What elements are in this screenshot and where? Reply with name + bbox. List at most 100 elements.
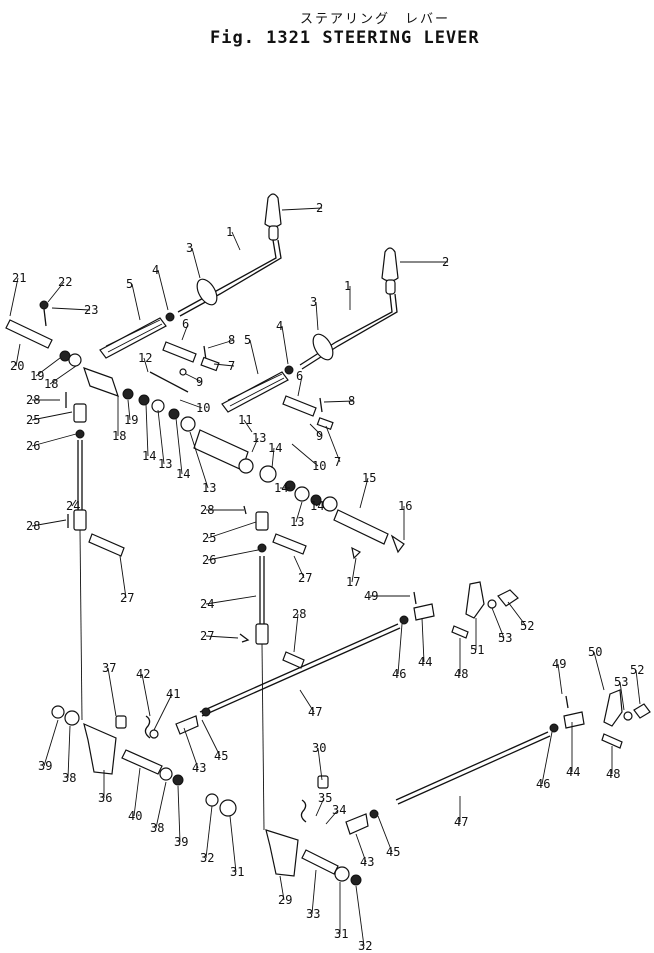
clevis-pin xyxy=(601,733,623,749)
part-number-label: 10 xyxy=(312,459,326,473)
part-number-label: 46 xyxy=(536,777,550,791)
callout-leader xyxy=(359,477,369,509)
part-number-label: 28 xyxy=(26,393,40,407)
part-number-label: 31 xyxy=(334,927,348,941)
part-number-label: 5 xyxy=(126,277,133,291)
part-number-label: 53 xyxy=(614,675,628,689)
callout-leader xyxy=(635,669,641,705)
part-number-label: 43 xyxy=(360,855,374,869)
callout-leader xyxy=(71,499,77,507)
linkage-left xyxy=(5,300,196,786)
grease-fitting xyxy=(115,715,127,729)
part-number-label: 18 xyxy=(112,429,126,443)
shaft-spline xyxy=(105,319,163,353)
grease-fitting xyxy=(317,775,329,789)
lever xyxy=(603,689,623,727)
part-number-label: 39 xyxy=(38,759,52,773)
part-number-label: 14 xyxy=(274,481,288,495)
clevis-pin xyxy=(272,533,307,555)
rod-end xyxy=(345,813,369,835)
callout-leader xyxy=(279,875,285,901)
figure-title: Fig. 1321 STEERING LEVER xyxy=(210,28,480,48)
clevis xyxy=(255,511,269,531)
part-number-label: 52 xyxy=(630,663,644,677)
clevis xyxy=(73,509,87,531)
part-number-label: 32 xyxy=(358,939,372,953)
bolt xyxy=(316,417,334,430)
bushing xyxy=(334,866,350,882)
part-number-label: 19 xyxy=(124,413,138,427)
long-rod xyxy=(395,731,549,801)
spring xyxy=(144,715,151,739)
callout-leader xyxy=(177,785,181,843)
spring-eye xyxy=(149,729,159,739)
part-number-label: 34 xyxy=(332,803,346,817)
callout-leader xyxy=(183,727,199,769)
callout-leader xyxy=(243,419,253,433)
washer xyxy=(165,312,175,322)
part-number-label: 15 xyxy=(362,471,376,485)
part-number-label: 8 xyxy=(228,333,235,347)
nut xyxy=(369,809,379,819)
cotter-pin xyxy=(413,591,417,605)
callout-leader xyxy=(291,443,319,467)
bolt xyxy=(200,356,220,372)
long-rod xyxy=(199,623,399,713)
part-number-label: 49 xyxy=(552,657,566,671)
spring-pin xyxy=(149,371,189,393)
part-number-label: 27 xyxy=(200,629,214,643)
bushing xyxy=(180,416,196,432)
callout-leader xyxy=(179,399,203,409)
callout-leader xyxy=(317,747,323,781)
pin xyxy=(301,849,339,875)
callout-leader xyxy=(51,307,91,311)
callout-leader xyxy=(325,809,339,825)
shaft-spline xyxy=(227,373,285,407)
connecting-rod xyxy=(79,529,83,721)
callout-leader xyxy=(421,617,425,663)
part-number-label: 51 xyxy=(470,643,484,657)
pin xyxy=(282,395,317,417)
part-number-label: 53 xyxy=(498,631,512,645)
pin xyxy=(121,749,163,775)
rod-end xyxy=(413,603,435,621)
callout-leader xyxy=(207,339,235,349)
part-number-label: 29 xyxy=(278,893,292,907)
callout-leader xyxy=(593,651,605,691)
part-number-label: 25 xyxy=(202,531,216,545)
callout-leader xyxy=(295,501,303,523)
callout-leader xyxy=(185,373,203,383)
callout-leader xyxy=(31,433,77,447)
callout-leader xyxy=(181,323,189,341)
connecting-rod xyxy=(261,643,265,831)
callout-leader xyxy=(133,767,141,817)
part-number-label: 35 xyxy=(318,791,332,805)
bolt xyxy=(633,703,651,719)
part-number-label: 5 xyxy=(244,333,251,347)
lever-shaft xyxy=(99,317,167,359)
callout-leader xyxy=(299,689,315,713)
callout-leader xyxy=(281,207,323,211)
part-number-label: 17 xyxy=(346,575,360,589)
pin xyxy=(162,341,197,363)
callout-leader xyxy=(35,357,61,377)
bushing xyxy=(294,486,310,502)
callout-leader xyxy=(355,885,365,947)
bushing xyxy=(238,458,254,474)
grease-nipple xyxy=(39,300,49,310)
callout-leader xyxy=(507,601,527,627)
callout-leader xyxy=(67,725,71,779)
part-number-label: 6 xyxy=(296,369,303,383)
callout-leader xyxy=(175,417,183,475)
callout-leader xyxy=(323,400,355,403)
part-number-label: 27 xyxy=(120,591,134,605)
part-number-label: 42 xyxy=(136,667,150,681)
callout-leader xyxy=(315,797,325,817)
washer xyxy=(284,365,294,375)
part-number-label: 20 xyxy=(10,359,24,373)
callout-leader xyxy=(207,549,259,561)
part-number-label: 50 xyxy=(588,645,602,659)
callout-leader xyxy=(207,521,257,539)
